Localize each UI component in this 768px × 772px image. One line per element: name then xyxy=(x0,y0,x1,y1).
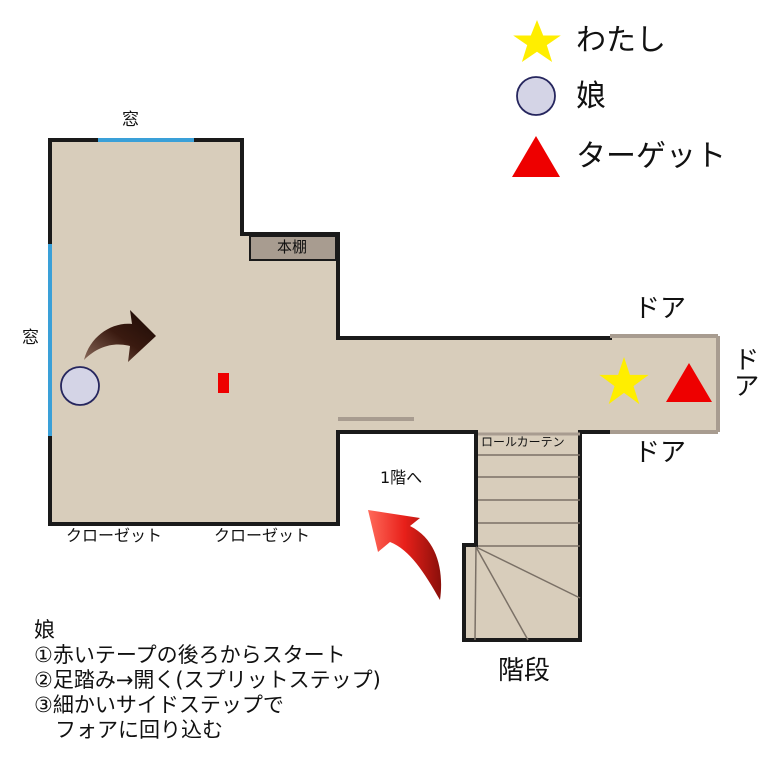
movement-arrow-red xyxy=(368,510,442,600)
notes-step-3: ③細かいサイドステップで xyxy=(34,693,284,717)
to-first-floor-label: 1階へ xyxy=(380,468,423,487)
notes-title: 娘 xyxy=(34,618,55,642)
movement-arrow-dark xyxy=(84,310,156,362)
legend-star-icon xyxy=(513,20,561,62)
bookshelf xyxy=(249,235,337,261)
walls xyxy=(48,138,612,642)
bookshelf-label: 本棚 xyxy=(277,238,308,256)
legend-target-label: ターゲット xyxy=(576,139,726,174)
notes-step-1: ①赤いテープの後ろからスタート xyxy=(34,643,346,667)
door-right-label: ドア xyxy=(729,346,759,398)
stairs-label: 階段 xyxy=(498,656,551,686)
closet-right-label: クローゼット xyxy=(214,526,311,545)
window-left-label: 窓 xyxy=(22,328,39,348)
door-bottom-label: ドア xyxy=(634,438,687,468)
staircase xyxy=(474,454,581,641)
main-room-floor xyxy=(50,140,718,524)
me-star-marker xyxy=(599,357,649,405)
legend-triangle-icon xyxy=(512,136,560,177)
roll-curtain-label: ロールカーテン xyxy=(481,435,565,449)
window-top-label: 窓 xyxy=(122,110,139,130)
daughter-marker xyxy=(60,366,100,406)
target-triangle-marker xyxy=(666,363,712,402)
stair-floor xyxy=(476,432,582,640)
legend-daughter-label: 娘 xyxy=(576,79,606,114)
notes-step-3-continued: フォアに回り込む xyxy=(34,718,223,742)
legend-circle-icon xyxy=(516,76,556,116)
instruction-notes: 娘 ①赤いテープの後ろからスタート ②足踏み→開く(スプリットステップ) ③細か… xyxy=(34,618,381,743)
doors xyxy=(338,334,720,434)
closet-left-label: クローゼット xyxy=(66,526,163,545)
door-top-label: ドア xyxy=(634,294,687,324)
notes-step-2: ②足踏み→開く(スプリットステップ) xyxy=(34,668,381,692)
legend-me-label: わたし xyxy=(576,23,666,58)
red-tape xyxy=(218,373,229,393)
